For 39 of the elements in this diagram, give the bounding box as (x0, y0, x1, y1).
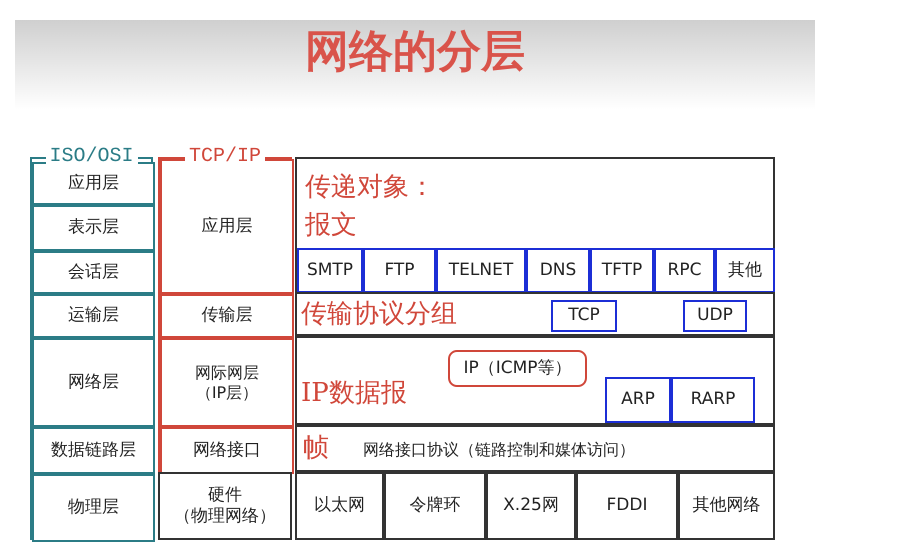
protocol-box: TCP (551, 300, 617, 332)
network-cell: 以太网 (295, 472, 384, 540)
network-cell: X.25网 (486, 472, 576, 540)
protocol-box: TELNET (436, 248, 526, 293)
layer-band (295, 157, 775, 292)
band-label: 传输协议分组 (301, 299, 457, 330)
layer-box: 会话层 (32, 251, 155, 294)
layer-box: 网络层 (32, 338, 155, 427)
protocol-box: TFTP (590, 248, 654, 293)
title: 网络的分层 (304, 25, 526, 79)
protocol-box: RPC (654, 248, 715, 293)
layer-box: 网络接口 (160, 427, 294, 474)
layer-band (295, 336, 775, 425)
network-cell: 其他网络 (678, 472, 775, 540)
layer-box: 网际网层（IP层） (160, 338, 294, 427)
layer-band (295, 425, 775, 472)
band-label: 传递对象：报文 (305, 171, 436, 242)
protocol-box: SMTP (297, 248, 363, 293)
protocol-box: UDP (683, 300, 747, 332)
layer-box: 运输层 (32, 294, 155, 338)
column-heading: ISO/OSI (46, 147, 138, 167)
layer-box: 数据链路层 (32, 427, 155, 474)
layer-band (295, 292, 775, 336)
protocol-box: IP（ICMP等） (448, 350, 587, 387)
protocol-box: FTP (363, 248, 436, 293)
protocol-box: RARP (671, 377, 755, 423)
protocol-label: 网络接口协议（链路控制和媒体访问） (363, 440, 635, 460)
layer-box: 传输层 (160, 294, 294, 338)
band-label: 帧 (303, 433, 329, 464)
layer-box: 物理层 (32, 474, 155, 542)
layer-box: 硬件（物理网络） (158, 472, 292, 540)
network-cell: FDDI (576, 472, 678, 540)
network-cell: 令牌环 (384, 472, 486, 540)
protocol-box: 其他 (715, 248, 775, 293)
protocol-box: ARP (605, 377, 671, 423)
band-label: IP数据报 (301, 378, 407, 410)
layer-box: 表示层 (32, 205, 155, 251)
protocol-box: DNS (526, 248, 590, 293)
layer-box: 应用层 (32, 162, 155, 205)
